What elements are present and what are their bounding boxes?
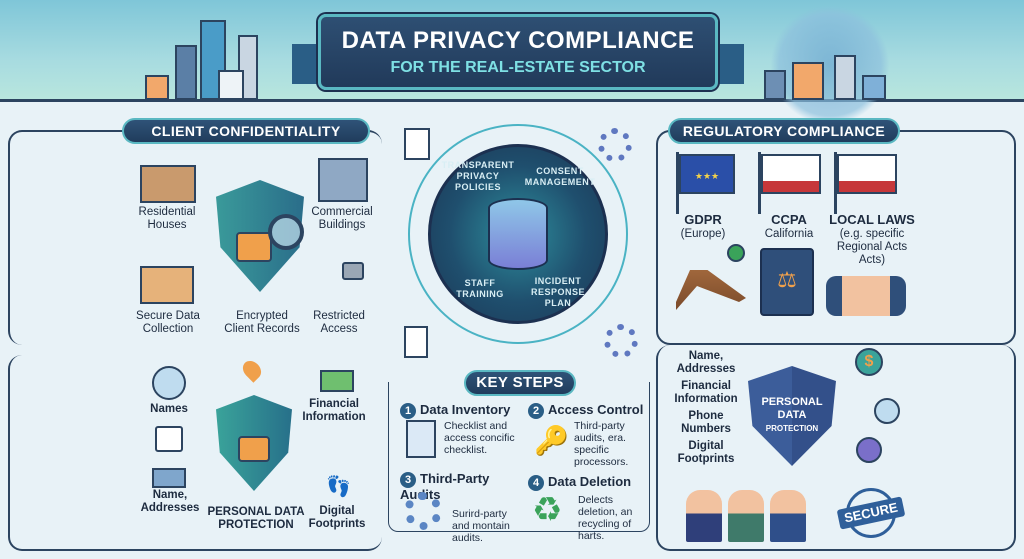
gear-icon — [404, 492, 442, 530]
money-icon — [320, 370, 354, 392]
house-icon — [792, 62, 824, 100]
magnifier-icon — [268, 214, 304, 250]
eu-flag-icon: ★★★ — [679, 154, 735, 194]
label-restricted-access: Restricted Access — [313, 310, 365, 335]
dollar-icon: $ — [855, 348, 883, 376]
label-financial-information: Financial Information — [674, 380, 738, 405]
title-banner: DATA PRIVACY COMPLIANCE FOR THE REAL-EST… — [318, 14, 718, 90]
footprints-icon: 👣 — [326, 476, 351, 498]
keys-icon: 🔑 — [534, 425, 569, 456]
law-ccpa-detail: California — [764, 228, 814, 240]
law-gdpr: GDPR — [684, 212, 722, 227]
bank-icon — [152, 468, 186, 488]
section-title-key-steps: KEY STEPS — [464, 370, 576, 396]
step-description: Delects deletion, an recycling of harts. — [578, 494, 633, 542]
document-check-icon — [404, 128, 430, 160]
document-edit-icon — [404, 326, 428, 358]
page-title: DATA PRIVACY COMPLIANCE — [341, 27, 695, 54]
segment-incident-response-plan: INCIDENT RESPONSE PLAN — [530, 276, 585, 308]
key-steps-panel — [388, 382, 650, 532]
step-description: Surird-party and montain audits. — [452, 508, 510, 544]
label-personal-data-protection: PERSONAL DATA PROTECTION — [207, 506, 305, 531]
house-icon — [218, 70, 244, 100]
section-title-regulatory-compliance: REGULATORY COMPLIANCE — [668, 118, 900, 144]
person-icon — [152, 366, 186, 400]
law-book-icon: ⚖ — [760, 248, 814, 316]
shield-text: PERSONAL DATA PROTECTION — [754, 396, 830, 435]
database-icon — [488, 198, 548, 270]
label-name-addresses: Name, Addresses — [140, 489, 200, 514]
law-local-laws-detail: (e.g. specific Regional Acts Acts) — [836, 228, 908, 266]
law-ccpa: CCPA — [771, 212, 807, 227]
personal-data-panel-left — [8, 355, 382, 551]
label-names: Names — [150, 403, 188, 415]
label-commercial-buildings: Commercial Buildings — [311, 206, 373, 231]
step-description: Checklist and access concific checklist. — [444, 420, 515, 456]
label-name-addresses: Name, Addresses — [676, 350, 736, 375]
segment-staff-training: STAFF TRAINING — [456, 278, 504, 299]
building-icon — [764, 70, 786, 100]
step-number: 4 — [528, 475, 544, 491]
person-avatar — [686, 490, 722, 542]
clipboard-icon — [406, 420, 436, 458]
person-avatar — [770, 490, 806, 542]
hub-outer-ring — [408, 124, 628, 344]
flag-pole — [834, 152, 837, 214]
recycle-icon: ♻ — [532, 491, 563, 529]
label-digital-footprints: Digital Footprints — [308, 505, 366, 530]
globe-icon — [770, 5, 890, 125]
phone-icon — [874, 398, 900, 424]
state-flag-icon — [837, 154, 897, 194]
personal-data-panel-right — [656, 345, 1016, 551]
check-icon — [727, 244, 745, 262]
lock-icon — [342, 262, 364, 280]
law-local-laws: LOCAL LAWS — [829, 212, 915, 227]
step-title: Data Deletion — [548, 474, 632, 489]
gear-icon — [604, 324, 638, 358]
step-title: Data Inventory — [420, 402, 511, 417]
flag-pole — [676, 152, 679, 214]
flag-pole — [758, 152, 761, 214]
label-residential-houses: Residential Houses — [138, 206, 196, 231]
padlock-icon — [236, 232, 272, 262]
label-secure-data-collection: Secure Data Collection — [136, 310, 200, 335]
building-icon — [834, 55, 856, 100]
california-flag-icon — [761, 154, 821, 194]
step-access-control: 2 Access Control — [528, 402, 652, 419]
shield-label-main: PERSONAL DATA — [761, 396, 823, 421]
house-icon — [862, 75, 886, 100]
step-description: Third-party audits, era. specific proces… — [574, 420, 629, 468]
page-subtitle: FOR THE REAL-ESTATE SECTOR — [390, 59, 646, 76]
label-encrypted-client-records: Encrypted Client Records — [224, 310, 300, 335]
location-card-icon — [155, 426, 183, 452]
person-avatar — [728, 490, 764, 542]
label-phone-numbers: Phone Numbers — [681, 410, 731, 435]
step-number: 2 — [528, 403, 544, 419]
step-title: Access Control — [548, 402, 644, 417]
building-icon — [175, 45, 197, 100]
shield-label-sub: PROTECTION — [765, 424, 819, 433]
step-number: 1 — [400, 403, 416, 419]
globe-icon — [856, 437, 882, 463]
step-number: 3 — [400, 472, 416, 488]
segment-consent-management: CONSENT MANAGEMENT — [524, 166, 596, 187]
law-gdpr-detail: (Europe) — [680, 228, 726, 240]
segment-transparent-privacy-policies: TRANSPARENT PRIVACY POLICIES — [441, 160, 515, 192]
label-financial-information: Financial Information — [302, 398, 366, 423]
label-digital-footprints: Digital Footprints — [677, 440, 735, 465]
house-icon — [145, 75, 169, 100]
handshake-icon — [826, 276, 906, 316]
section-title-client-confidentiality: CLIENT CONFIDENTIALITY — [122, 118, 370, 144]
commercial-building-icon — [318, 158, 368, 202]
step-data-deletion: 4 Data Deletion — [528, 474, 652, 491]
gear-icon — [598, 128, 632, 162]
residential-house-icon — [140, 165, 196, 203]
padlock-icon — [238, 436, 270, 462]
step-data-inventory: 1 Data Inventory — [400, 402, 524, 419]
house-icon — [140, 266, 194, 304]
